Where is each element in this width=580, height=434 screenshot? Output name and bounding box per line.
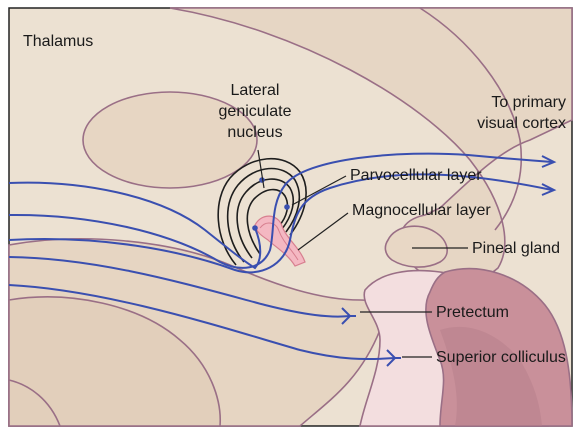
label-lgn-line1: Lateral xyxy=(231,82,280,99)
label-cortex-line2: visual cortex xyxy=(477,115,566,132)
label-magnocellular: Magnocellular layer xyxy=(352,202,491,219)
label-pretectum: Pretectum xyxy=(436,304,509,321)
colliculus-shadow xyxy=(440,326,542,426)
upper-right-arc xyxy=(419,7,523,231)
label-parvocellular: Parvocellular layer xyxy=(350,167,482,184)
colliculus-terminal xyxy=(386,349,401,367)
pineal-gland-shape xyxy=(384,225,448,268)
lower-left-fold xyxy=(8,379,61,427)
label-superior-colliculus: Superior colliculus xyxy=(436,349,566,366)
label-lgn-line3: nucleus xyxy=(227,124,282,141)
label-pineal: Pineal gland xyxy=(472,240,560,257)
lower-left-lobe xyxy=(8,296,221,427)
leader-lines xyxy=(257,149,468,358)
thalamic-nucleus-oval xyxy=(82,91,258,189)
cortex-arrow-upper xyxy=(541,155,557,168)
magnocellular-inner-line xyxy=(259,222,299,261)
label-lgn-line2: geniculate xyxy=(219,103,292,120)
synapse-dot xyxy=(284,204,290,210)
label-cortex-line1: To primary xyxy=(491,94,566,111)
cortex-arrow-lower xyxy=(541,183,557,196)
magnocellular-layers xyxy=(254,215,306,267)
pretectum-terminal xyxy=(341,307,356,325)
label-thalamus: Thalamus xyxy=(23,33,93,50)
visual-pathways xyxy=(8,152,553,361)
synapse-dot xyxy=(252,225,258,231)
